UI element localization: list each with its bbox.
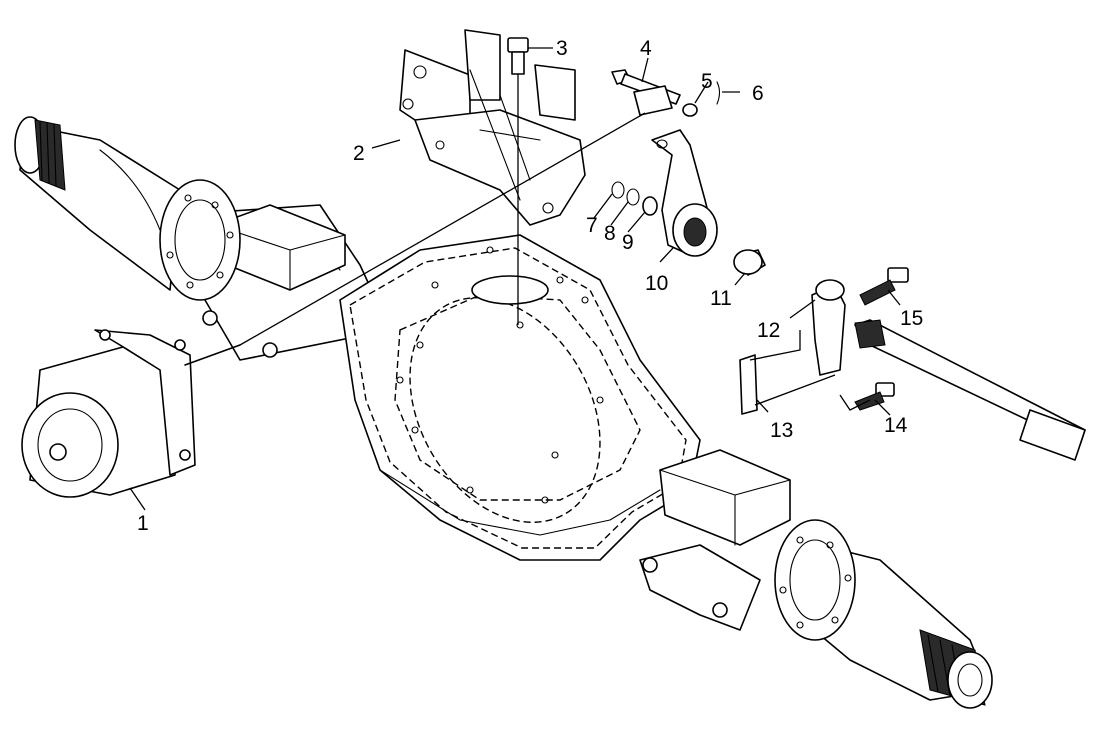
plate — [739, 354, 758, 415]
slack-adjuster — [651, 129, 718, 257]
callout-11: 11 — [710, 287, 732, 310]
assembly-lines — [239, 112, 871, 411]
brake-chamber — [21, 329, 241, 498]
camshaft-bracket — [811, 279, 846, 376]
left-spindle — [14, 116, 241, 301]
callout-12: 12 — [757, 319, 780, 342]
axle-housing — [174, 204, 791, 631]
callout-2: 2 — [353, 142, 365, 165]
bolt-3 — [507, 37, 529, 325]
callout-14: 14 — [884, 414, 908, 437]
right-spindle — [774, 519, 993, 709]
callout-labels: 1 2 3 4 5 6 7 8 9 10 11 12 13 14 15 — [137, 37, 923, 535]
callout-10: 10 — [645, 272, 668, 295]
callout-5: 5 — [701, 70, 713, 93]
chamber-bracket — [399, 29, 586, 226]
bolt-14 — [854, 382, 895, 411]
bushing — [733, 249, 766, 276]
hub-bolts — [202, 310, 728, 618]
callout-8: 8 — [604, 222, 616, 245]
callout-15: 15 — [900, 307, 923, 330]
callout-4: 4 — [640, 37, 652, 60]
bolt-15 — [859, 267, 909, 306]
callout-6: 6 — [752, 82, 764, 105]
rings — [611, 181, 658, 216]
camshaft — [854, 319, 1086, 461]
callout-13: 13 — [770, 419, 793, 442]
callout-9: 9 — [622, 231, 634, 254]
pin-assembly — [611, 69, 721, 117]
callout-leaders — [129, 47, 901, 511]
callout-7: 7 — [586, 214, 598, 237]
callout-3: 3 — [556, 37, 568, 60]
callout-1: 1 — [137, 512, 149, 535]
